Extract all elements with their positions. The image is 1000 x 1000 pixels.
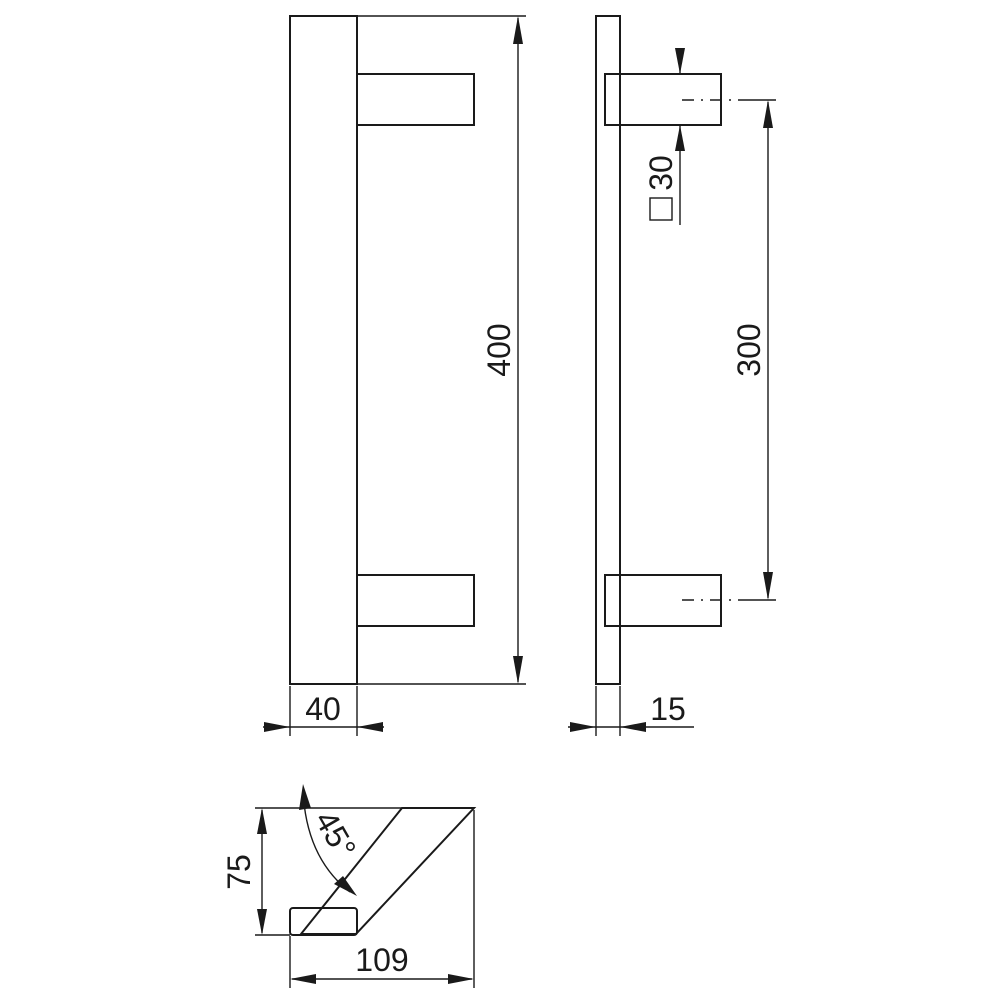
section-dimension: 30 [643, 48, 685, 225]
side-top-standoff [604, 73, 722, 126]
section-dimension-label: 30 [643, 155, 679, 191]
depth-dimension-label: 75 [221, 854, 257, 890]
front-handle-bar [289, 15, 358, 685]
side-view: 300 30 15 [568, 15, 776, 736]
angle-dimension-label: 45° [308, 805, 363, 865]
height-dimension-label: 400 [481, 323, 517, 376]
angle-dimension: 45° [299, 784, 363, 896]
projection-dimension-label: 109 [355, 942, 408, 978]
top-view: 75 109 45° [221, 784, 477, 988]
front-bottom-standoff [356, 574, 475, 627]
thickness-dimension: 15 [568, 686, 694, 736]
side-bottom-standoff [604, 574, 722, 627]
side-handle-bar [595, 15, 621, 685]
spacing-dimension-label: 300 [731, 323, 767, 376]
height-dimension: 400 [357, 15, 526, 685]
spacing-dimension: 300 [731, 99, 776, 601]
width-dimension-label: 40 [305, 691, 341, 727]
projection-dimension: 109 [289, 810, 475, 988]
handle-bar-section [289, 907, 358, 936]
square-section-symbol [649, 197, 673, 221]
front-top-standoff [356, 73, 475, 126]
depth-dimension: 75 [221, 808, 290, 936]
front-view: 400 40 [263, 15, 526, 736]
width-dimension: 40 [263, 686, 384, 736]
thickness-dimension-label: 15 [650, 691, 686, 727]
